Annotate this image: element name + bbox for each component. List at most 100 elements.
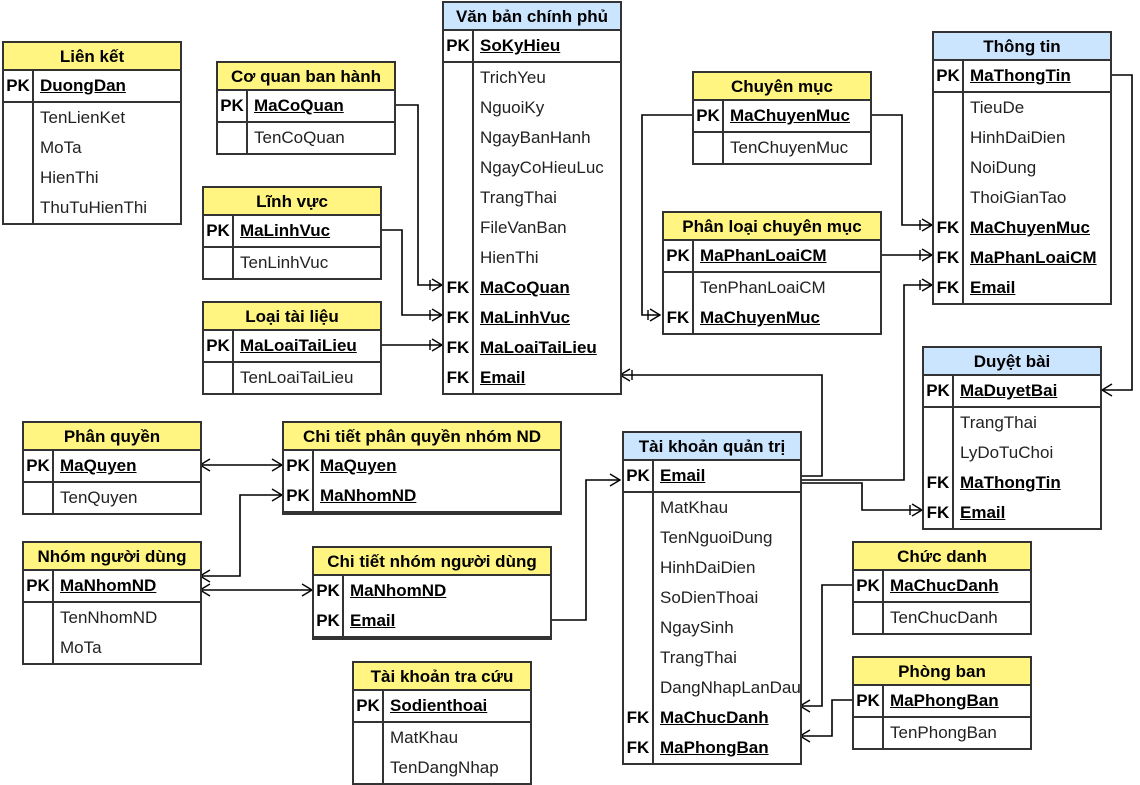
key-column-divider <box>32 71 34 223</box>
field-name: NgayBanHanh <box>480 128 591 147</box>
field-name: Email <box>480 368 526 387</box>
field-name: MaNhomND <box>60 576 157 595</box>
field-row: MatKhau <box>354 723 530 753</box>
field-name: TenPhanLoaiCM <box>700 278 826 297</box>
field-name: MaLinhVuc <box>480 308 571 327</box>
field-name: MaPhongBan <box>660 738 769 757</box>
field-row: HinhDaiDien <box>934 123 1110 153</box>
key-marker: FK <box>446 368 470 387</box>
field-row: NgayCoHieuLuc <box>444 153 620 183</box>
field-name: TenLinhVuc <box>240 253 329 272</box>
field-name: Email <box>960 503 1006 522</box>
field-row: TenLoaiTaiLieu <box>204 363 380 393</box>
field-name: MaLoaiTaiLieu <box>240 336 357 355</box>
field-row: TrangThai <box>624 643 800 673</box>
field-name: MaPhanLoaiCM <box>970 248 1097 267</box>
key-column-divider <box>312 451 314 513</box>
field-row: TenPhanLoaiCM <box>664 273 880 303</box>
key-marker: FK <box>936 218 960 237</box>
field-row: TenNguoiDung <box>624 523 800 553</box>
field-row: ThuTuHienThi <box>4 193 180 223</box>
field-name: MaCoQuan <box>254 96 344 115</box>
field-name: TenLienKet <box>40 108 126 127</box>
field-name: MaChuyenMuc <box>700 308 820 327</box>
key-marker: FK <box>446 338 470 357</box>
field-name: HienThi <box>40 168 99 187</box>
field-name: TenDangNhap <box>390 758 499 777</box>
link-chuyenmuc-thongtin <box>870 114 932 226</box>
key-column-divider <box>232 331 234 393</box>
key-column-divider <box>52 451 54 513</box>
field-name: NgaySinh <box>660 618 734 637</box>
field-row: FK MaChuyenMuc <box>934 213 1110 243</box>
link-thongtin-duyetbai <box>1102 74 1133 391</box>
field-name: TenNguoiDung <box>660 528 773 547</box>
key-column-divider <box>882 571 884 633</box>
link-email-vanban <box>620 374 823 477</box>
key-marker: FK <box>926 473 950 492</box>
field-name: Sodienthoai <box>390 696 488 715</box>
field-row: MoTa <box>4 133 180 163</box>
key-marker: FK <box>936 248 960 267</box>
link-chucdanh-tkqt <box>800 584 852 707</box>
field-name: MatKhau <box>660 498 729 517</box>
field-name: HienThi <box>480 248 539 267</box>
field-row: FK Email <box>444 363 620 393</box>
field-name: ThuTuHienThi <box>40 198 148 217</box>
field-name: ThoiGianTao <box>970 188 1067 207</box>
field-name: MaCoQuan <box>480 278 570 297</box>
field-name: DangNhapLanDau <box>660 678 800 697</box>
link-email-thongtin <box>800 284 932 481</box>
entity-title: Loại tài liệu <box>204 303 380 331</box>
field-name: TenChucDanh <box>890 608 998 627</box>
entity-title: Cơ quan ban hành <box>218 63 394 91</box>
field-name: MaChuyenMuc <box>730 106 850 125</box>
field-row: TenDangNhap <box>354 753 530 783</box>
field-row: TenPhongBan <box>854 718 1030 748</box>
link-linhvuc-vanban <box>380 229 442 316</box>
field-row: TieuDe <box>934 93 1110 123</box>
field-row: NgaySinh <box>624 613 800 643</box>
key-marker: PK <box>666 246 690 265</box>
field-name: MaNhomND <box>320 486 417 505</box>
key-marker: FK <box>446 278 470 297</box>
field-name: MaChucDanh <box>660 708 769 727</box>
field-name: TenNhomND <box>60 608 158 627</box>
field-row: TrichYeu <box>444 63 620 93</box>
field-name: MaChuyenMuc <box>970 218 1090 237</box>
key-marker: PK <box>26 576 50 595</box>
field-name: TenLoaiTaiLieu <box>240 368 354 387</box>
key-column-divider <box>692 241 694 333</box>
